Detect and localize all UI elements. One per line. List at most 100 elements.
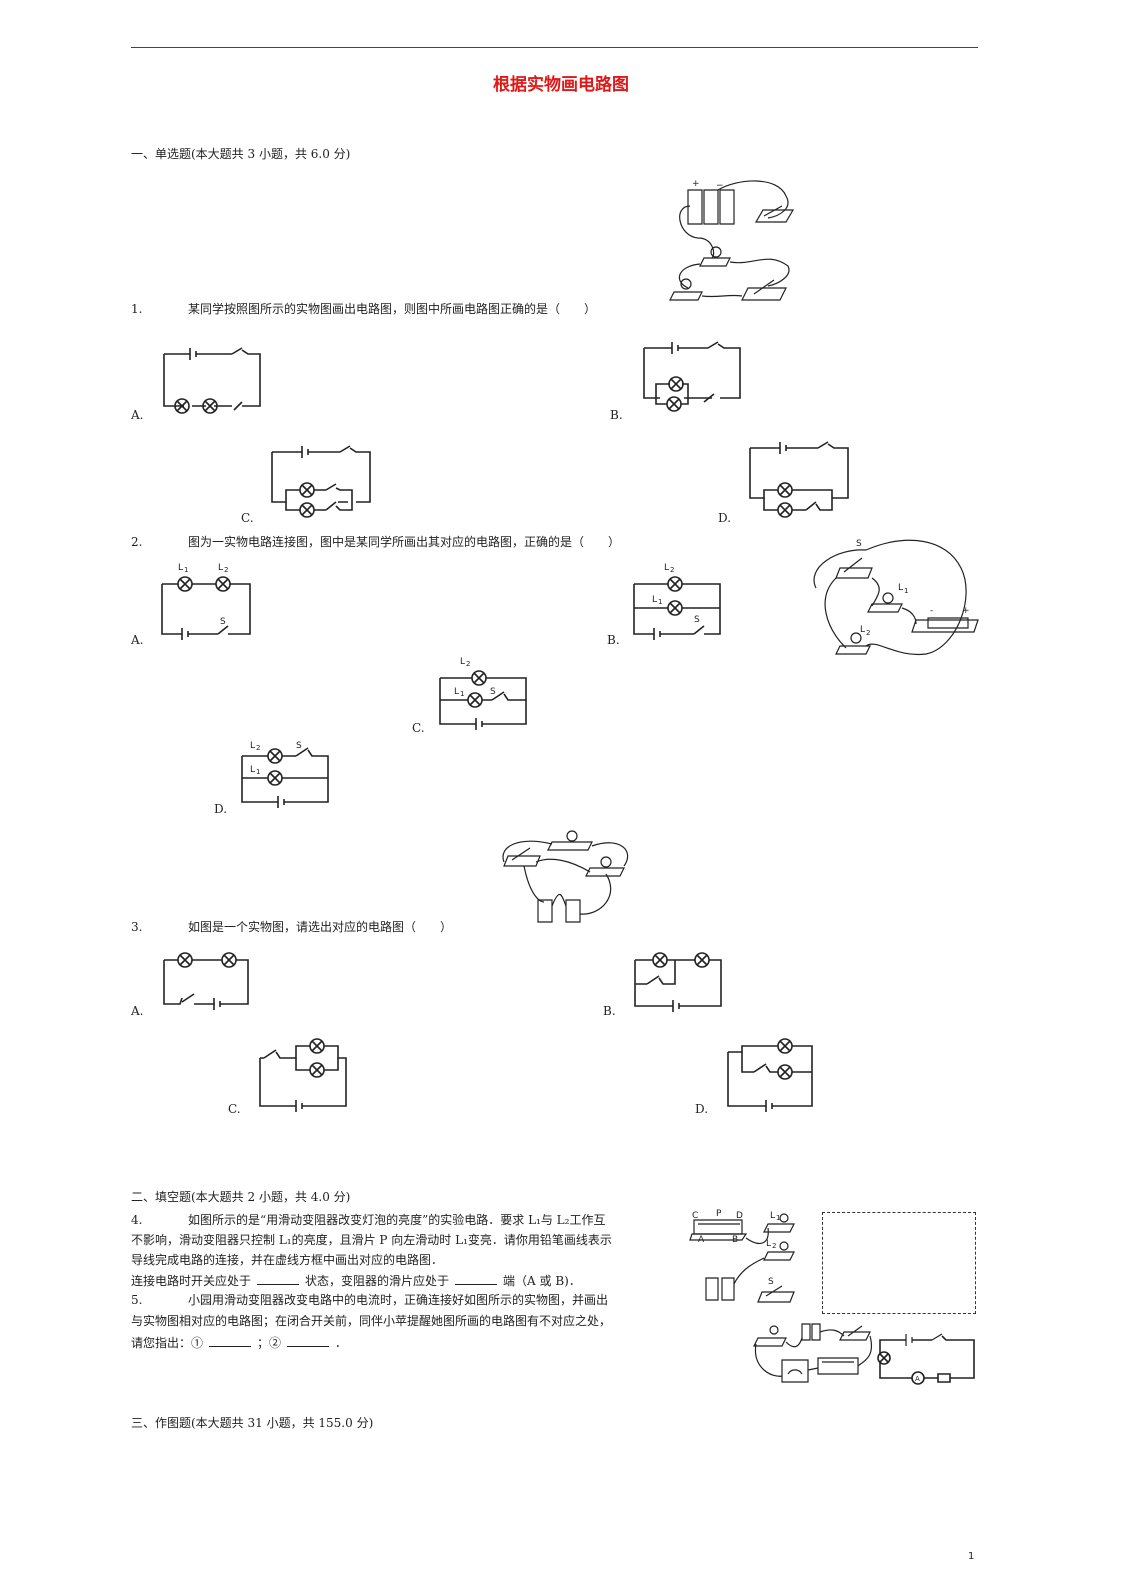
q3-option-d-label[interactable]: D.	[695, 1102, 709, 1116]
q5-text-line1: 小园用滑动变阻器改变电路中的电流时，正确连接好如图所示的实物图，并画出	[188, 1293, 609, 1307]
svg-text:L: L	[250, 741, 255, 751]
svg-text:1: 1	[256, 768, 260, 776]
q4-answer-dashed-box[interactable]	[822, 1212, 976, 1314]
svg-text:S: S	[768, 1277, 774, 1287]
q4-label-d: D	[736, 1211, 743, 1221]
q2-option-c-label[interactable]: C.	[412, 721, 425, 735]
svg-text:1: 1	[460, 690, 464, 698]
q4-text-line4: 连接电路时开关应处于 状态，变阻器的滑片应处于 端（A 或 B)．	[131, 1272, 581, 1289]
section-heading-3: 三、作图题(本大题共 31 小题，共 155.0 分)	[131, 1416, 374, 1430]
q5-text-line3c: ．	[335, 1336, 348, 1350]
q1-option-d-label[interactable]: D.	[718, 511, 732, 525]
svg-text:2: 2	[224, 566, 228, 574]
svg-text:L: L	[454, 687, 459, 697]
q4-text-line1: 如图所示的是“用滑动变阻器改变灯泡的亮度”的实验电路．要求 L₁与 L₂工作互	[188, 1213, 606, 1227]
svg-text:1: 1	[184, 566, 188, 574]
q5-number: 5.	[131, 1293, 143, 1307]
svg-text:L: L	[860, 625, 865, 635]
q5-blank-2[interactable]	[287, 1334, 330, 1347]
q5-physical-circuit-figure	[752, 1318, 876, 1388]
svg-text:L: L	[218, 563, 223, 573]
q4-text-line4a: 连接电路时开关应处于	[131, 1274, 252, 1288]
svg-text:1: 1	[904, 587, 908, 595]
q4-text-line4b: 状态，变阻器的滑片应处于	[305, 1274, 450, 1288]
q1-question-text: 某同学按照图所示的实物图画出电路图，则图中所画电路图正确的是（ ）	[188, 302, 597, 316]
q5-student-circuit-diagram: A	[876, 1334, 976, 1384]
q3-option-c-circuit[interactable]	[258, 1036, 350, 1108]
q5-text-line3a: 请您指出：①	[131, 1336, 204, 1350]
svg-text:+: +	[962, 606, 970, 616]
svg-text:L: L	[898, 583, 903, 593]
svg-text:1: 1	[776, 1214, 780, 1222]
svg-text:−: −	[716, 181, 724, 191]
q3-question-text: 如图是一个实物图，请选出对应的电路图（ ）	[188, 920, 453, 934]
q4-text-line3: 导线完成电路的连接，并在虚线方框中画出对应的电路图．	[131, 1253, 444, 1267]
q3-option-a-label[interactable]: A.	[131, 1004, 144, 1018]
q1-option-d-circuit[interactable]	[748, 442, 852, 518]
svg-text:L: L	[766, 1239, 771, 1249]
q3-number: 3.	[131, 920, 143, 934]
q4-text-line2: 不影响，滑动变阻器只控制 L₁的亮度，且滑片 P 向左滑动时 L₁变亮．请你用铅…	[131, 1233, 612, 1247]
svg-text:L: L	[652, 595, 657, 605]
page-title: 根据实物画电路图	[493, 75, 629, 95]
q1-physical-circuit-figure: +−	[668, 179, 798, 316]
svg-text:S: S	[220, 617, 226, 627]
section-heading-2: 二、填空题(本大题共 2 小题，共 4.0 分)	[131, 1190, 351, 1204]
q1-option-c-label[interactable]: C.	[241, 511, 254, 525]
q1-option-a-label[interactable]: A.	[131, 408, 144, 422]
svg-text:2: 2	[866, 629, 870, 637]
q4-blank-slider-end[interactable]	[455, 1272, 498, 1285]
q5-text-line2: 与实物图相对应的电路图；在闭合开关前，同伴小苹提醒她图所画的电路图有不对应之处，	[131, 1314, 612, 1328]
q2-option-a-label[interactable]: A.	[131, 633, 144, 647]
svg-text:S: S	[296, 741, 302, 751]
q3-option-c-label[interactable]: C.	[228, 1102, 241, 1116]
q5-text-line3: 请您指出：① ；② ．	[131, 1334, 347, 1351]
q5-ammeter-symbol: A	[915, 1375, 920, 1383]
q2-option-b-label[interactable]: B.	[607, 633, 620, 647]
svg-text:L: L	[770, 1211, 775, 1221]
q1-option-b-label[interactable]: B.	[610, 408, 623, 422]
q4-number: 4.	[131, 1213, 143, 1227]
header-rule	[131, 47, 978, 48]
q2-option-d-label[interactable]: D.	[214, 802, 228, 816]
q1-option-c-circuit[interactable]	[270, 446, 374, 518]
q2-question-text: 图为一实物电路连接图，图中是某同学所画出其对应的电路图，正确的是（ ）	[188, 535, 621, 549]
svg-text:2: 2	[670, 566, 674, 574]
svg-text:L: L	[250, 765, 255, 775]
svg-text:2: 2	[772, 1242, 776, 1250]
q4-label-p: P	[716, 1209, 722, 1219]
q1-number: 1.	[131, 302, 143, 316]
svg-text:-: -	[930, 606, 933, 616]
svg-text:S: S	[856, 539, 862, 549]
svg-text:L: L	[664, 563, 669, 573]
page-number: 1	[968, 1551, 975, 1562]
q4-label-c: C	[692, 1211, 698, 1221]
q5-blank-1[interactable]	[209, 1334, 252, 1347]
q1-option-b-circuit[interactable]	[642, 342, 742, 412]
q1-option-a-circuit[interactable]	[162, 348, 262, 410]
q3-option-b-label[interactable]: B.	[603, 1004, 616, 1018]
svg-text:L: L	[460, 657, 465, 667]
svg-text:S: S	[694, 615, 700, 625]
q2-number: 2.	[131, 535, 143, 549]
q3-option-a-circuit[interactable]	[162, 950, 252, 1010]
q3-option-d-circuit[interactable]	[726, 1036, 818, 1108]
svg-text:2: 2	[466, 660, 470, 668]
svg-text:+: +	[692, 179, 700, 189]
svg-text:1: 1	[658, 598, 662, 606]
svg-text:S: S	[490, 687, 496, 697]
q4-blank-switch-state[interactable]	[257, 1272, 300, 1285]
svg-text:2: 2	[256, 744, 260, 752]
q3-physical-circuit-figure	[500, 826, 636, 926]
section-heading-1: 一、单选题(本大题共 3 小题，共 6.0 分)	[131, 147, 351, 161]
q5-text-line3b: ；②	[257, 1336, 282, 1350]
q4-text-line4c: 端（A 或 B)．	[503, 1274, 581, 1288]
svg-text:L: L	[178, 563, 183, 573]
q3-option-b-circuit[interactable]	[633, 950, 725, 1012]
